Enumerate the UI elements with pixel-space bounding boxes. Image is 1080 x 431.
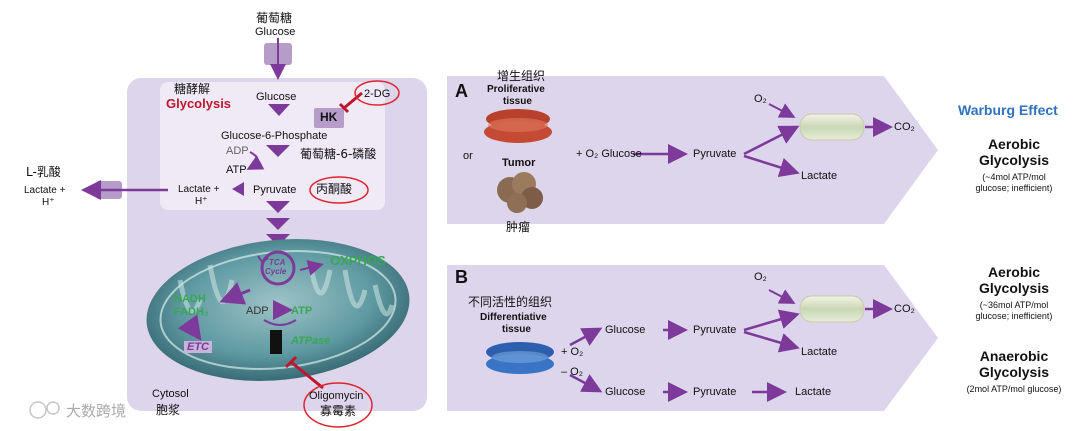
watermark-text: 大数跨境 [66, 402, 127, 420]
panel-b-plus-o2: + O₂ [561, 346, 584, 358]
aerobic-b-note-2: glucose; inefficient) [975, 310, 1053, 321]
panel-b-letter: B [455, 267, 468, 287]
panel-a-mito-tube [799, 113, 865, 141]
oligomycin-label: Oligomycin [309, 390, 364, 402]
panel-a-letter: A [455, 81, 468, 101]
panel-b-mito-tube [799, 295, 865, 323]
panel-a-pyruvate: Pyruvate [693, 148, 737, 160]
glycolysis-label: Glycolysis [166, 96, 232, 111]
diff-cn: 不同活性的组织 [468, 295, 553, 309]
panel-b-minus-o2: – O₂ [561, 366, 583, 378]
diff-label-1: Differentiative [480, 312, 547, 323]
mito-atp: ATP [291, 305, 313, 317]
oligomycin-inhibitor [290, 360, 324, 390]
arrow-tca-to-oxphos [299, 260, 324, 276]
pyruvate-cn-circle [309, 176, 369, 204]
aerobic-a-note-1: (~4mol ATP/mol [982, 172, 1046, 183]
tca-cycle-ring [260, 250, 296, 286]
tumor-image [497, 172, 543, 213]
atpase-label: ATPase [291, 335, 331, 347]
panel-b-lactate-2: Lactate [795, 386, 832, 398]
diff-label-2: tissue [502, 324, 531, 335]
oxphos-label: OXPHOS [330, 253, 386, 268]
aerobic-b-note-1: (~36mol ATP/mol [979, 300, 1049, 311]
or-label: or [463, 150, 473, 162]
panel-a-o2: O₂ [754, 93, 767, 105]
aerobic-a-1: Aerobic [987, 136, 1041, 152]
fadh2-label: FADH₂ [174, 306, 209, 318]
aerobic-b-block: Aerobic Glycolysis (~36mol ATP/mol gluco… [948, 264, 1080, 322]
panel-a-co2: CO₂ [894, 121, 915, 133]
arrow-g6p-to-pyruvate [266, 145, 290, 157]
panel-a-chevron [447, 76, 938, 224]
aerobic-a-block: Aerobic Glycolysis (~4mol ATP/mol glucos… [948, 136, 1080, 194]
glucose-top-cn: 葡萄糖 [256, 11, 293, 25]
cytosol-cn: 胞浆 [156, 403, 181, 417]
anaerobic-1: Anaerobic [979, 348, 1049, 364]
aerobic-a-2: Glycolysis [978, 152, 1050, 169]
lactate-inner-2: H⁺ [195, 196, 208, 207]
etc-label: ETC [184, 341, 212, 354]
mito-adp: ADP [246, 305, 269, 317]
tumor-cn: 肿瘤 [506, 220, 531, 234]
proliferative-tissue-image [484, 109, 552, 143]
adp-label: ADP [226, 145, 249, 157]
aerobic-b-2: Glycolysis [978, 280, 1050, 297]
lactate-out-1: Lactate + [24, 185, 66, 196]
tca-label-1: TCA [269, 258, 286, 267]
aerobic-a-note-2: glucose; inefficient) [975, 182, 1053, 193]
panel-b-o2: O₂ [754, 271, 767, 283]
nadh-label: NADH [174, 293, 206, 305]
differentiative-tissue-image [486, 342, 554, 374]
glycolysis-cn: 糖酵解 [174, 82, 211, 96]
tca-label-2: Cycle [265, 267, 287, 276]
watermark-logo [29, 401, 60, 419]
arrow-pyruvate-down-2 [266, 218, 290, 230]
hk-label: HK [320, 110, 338, 124]
cytosol-label: Cytosol [152, 388, 189, 400]
oligomycin-circle [303, 382, 373, 428]
pyruvate-label: Pyruvate [253, 184, 297, 196]
g6p-cn: 葡萄糖-6-磷酸 [300, 147, 377, 161]
panel-b-glucose-1: Glucose [605, 324, 646, 336]
warburg-label: Warburg Effect [958, 102, 1058, 118]
panel-b-pyruvate-1: Pyruvate [693, 324, 737, 336]
arrow-pyruvate-to-lactate [232, 182, 244, 196]
panel-a-lactate: Lactate [801, 170, 838, 182]
panel-b-glucose-2: Glucose [605, 386, 646, 398]
anaerobic-block: Anaerobic Glycolysis (2mol ATP/mol gluco… [948, 348, 1080, 395]
prolif-cn: 增生组织 [497, 69, 546, 83]
panel-b-pyruvate-2: Pyruvate [693, 386, 737, 398]
pyruvate-cn: 丙酮酸 [316, 182, 353, 196]
prolif-label-2: tissue [503, 96, 532, 107]
anaerobic-note: (2mol ATP/mol glucose) [966, 384, 1062, 395]
glucose-top-en: Glucose [255, 26, 296, 38]
arrow-nadh-to-etc [177, 314, 202, 341]
lactate-out-2: H⁺ [42, 197, 55, 208]
prolif-label-1: Proliferative [487, 84, 545, 95]
arrow-pyruvate-down-1 [266, 201, 290, 213]
2dg-circle [354, 80, 400, 106]
inhibitor-2dg-line [343, 91, 363, 110]
panel-a-o2-glucose: + O₂ Glucose [576, 148, 642, 160]
arrow-tca-to-nadh [219, 282, 251, 305]
hk-box [314, 108, 344, 128]
anaerobic-2: Glycolysis [978, 364, 1050, 381]
lactate-inner-1: Lactate + [178, 184, 220, 195]
g6p-label: Glucose-6-Phosphate [221, 130, 328, 142]
adp-atp-curve [246, 151, 265, 170]
atp-label: ATP [226, 164, 247, 176]
lactate-out-cn: L-乳酸 [26, 165, 61, 179]
panel-b-co2: CO₂ [894, 303, 915, 315]
oligomycin-cn: 寡霉素 [320, 404, 357, 418]
tumor-label: Tumor [502, 157, 536, 169]
aerobic-b-1: Aerobic [987, 264, 1041, 280]
arrow-glucose-to-g6p [268, 104, 290, 116]
inhibitor-2dg: 2-DG [364, 88, 391, 100]
atpase-block [270, 330, 282, 354]
glucose-inner: Glucose [256, 91, 297, 103]
panel-b-lactate-1: Lactate [801, 346, 838, 358]
